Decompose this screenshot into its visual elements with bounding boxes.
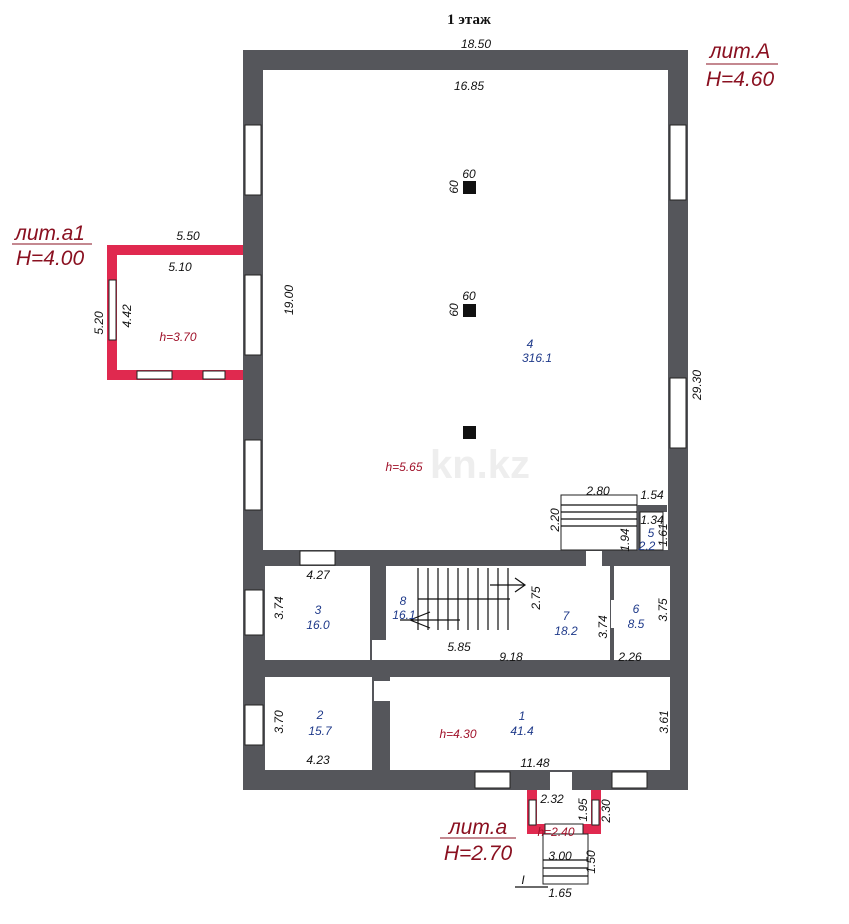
room-7-area: 18.2 — [554, 624, 578, 638]
dim: 11.48 — [520, 756, 549, 770]
room-6-number: 6 — [633, 602, 640, 616]
room-7-number: 7 — [563, 609, 571, 623]
dim: 5.85 — [447, 640, 471, 654]
annex-a1-walls — [107, 245, 243, 380]
dim: 19.00 — [282, 285, 296, 315]
room8-stair — [400, 568, 527, 630]
dim: 1.65 — [548, 886, 572, 900]
dim: h=3.70 — [159, 330, 196, 344]
room-4-area: 316.1 — [522, 351, 552, 365]
dim: 3.74 — [272, 596, 286, 620]
dim: 60 — [462, 167, 476, 181]
dim: 1.95 — [576, 798, 590, 822]
litera-a1-name: лит.а1 — [14, 222, 85, 245]
dim: 60 — [447, 303, 461, 317]
dimension-labels: 18.50 16.85 19.00 29.30 5.50 5.10 5.20 4… — [92, 37, 704, 900]
room-4-number: 4 — [527, 337, 534, 351]
room-1-area: 41.4 — [510, 724, 534, 738]
litera-A-name: лит.А — [709, 40, 771, 63]
dim: 1.94 — [618, 528, 632, 552]
room-2-number: 2 — [316, 708, 324, 722]
litera-a-height: H=2.70 — [444, 842, 513, 865]
dim: 2.75 — [529, 586, 543, 611]
dim: 2.32 — [539, 792, 564, 806]
room-3-number: 3 — [315, 603, 322, 617]
dim: 2.80 — [585, 484, 610, 498]
dim: 1.50 — [584, 850, 598, 874]
dim: 1.61 — [656, 523, 670, 546]
dim: 2.20 — [548, 508, 562, 533]
floor-title: 1 этаж — [447, 12, 491, 28]
dim: 3.74 — [596, 615, 610, 639]
dim: 4.42 — [120, 304, 134, 328]
windows — [108, 124, 687, 835]
main-building-walls — [243, 50, 688, 790]
dim: 3.61 — [657, 710, 671, 733]
room-2-area: 15.7 — [308, 724, 333, 738]
dim: h=4.30 — [439, 727, 476, 741]
room-6-area: 8.5 — [628, 617, 645, 631]
dim: 4.27 — [306, 568, 331, 582]
litera-A-height: H=4.60 — [706, 68, 775, 91]
dim: 1.34 — [640, 513, 664, 527]
dim: 16.85 — [454, 79, 484, 93]
room-5-number: 5 — [648, 526, 655, 540]
dim: 5.50 — [176, 229, 200, 243]
dim: 3.75 — [656, 598, 670, 622]
room-5-area: 2.2 — [638, 539, 656, 553]
dim: 29.30 — [690, 370, 704, 401]
litera-a-name: лит.а — [448, 816, 507, 839]
entrance-mark: I — [521, 873, 525, 887]
dim: 9.18 — [499, 650, 523, 664]
litera-a1-height: H=4.00 — [16, 247, 85, 270]
room-3-area: 16.0 — [306, 618, 330, 632]
dim: 4.23 — [306, 753, 330, 767]
dim: 18.50 — [461, 37, 491, 51]
hall-stair — [560, 494, 667, 551]
room-8-area: 16.1 — [392, 608, 415, 622]
dim: 5.10 — [168, 260, 192, 274]
dim: 60 — [447, 180, 461, 194]
columns — [463, 181, 476, 439]
dim: 2.26 — [617, 650, 642, 664]
dim: 60 — [462, 289, 476, 303]
dim: 3.00 — [548, 849, 572, 863]
room-8-number: 8 — [400, 594, 407, 608]
dim: h=5.65 — [385, 460, 422, 474]
room-labels: 1 41.4 2 15.7 3 16.0 4 316.1 5 2.2 6 8.5… — [306, 337, 655, 738]
watermark: kn.kz — [430, 443, 530, 487]
dim: 3.70 — [272, 710, 286, 734]
dim: 1.54 — [640, 488, 664, 502]
entrance-steps — [515, 833, 589, 888]
dim: 5.20 — [92, 311, 106, 335]
dim: h=2.40 — [537, 825, 574, 839]
dim: 2.30 — [599, 799, 613, 824]
room-1-number: 1 — [519, 709, 526, 723]
